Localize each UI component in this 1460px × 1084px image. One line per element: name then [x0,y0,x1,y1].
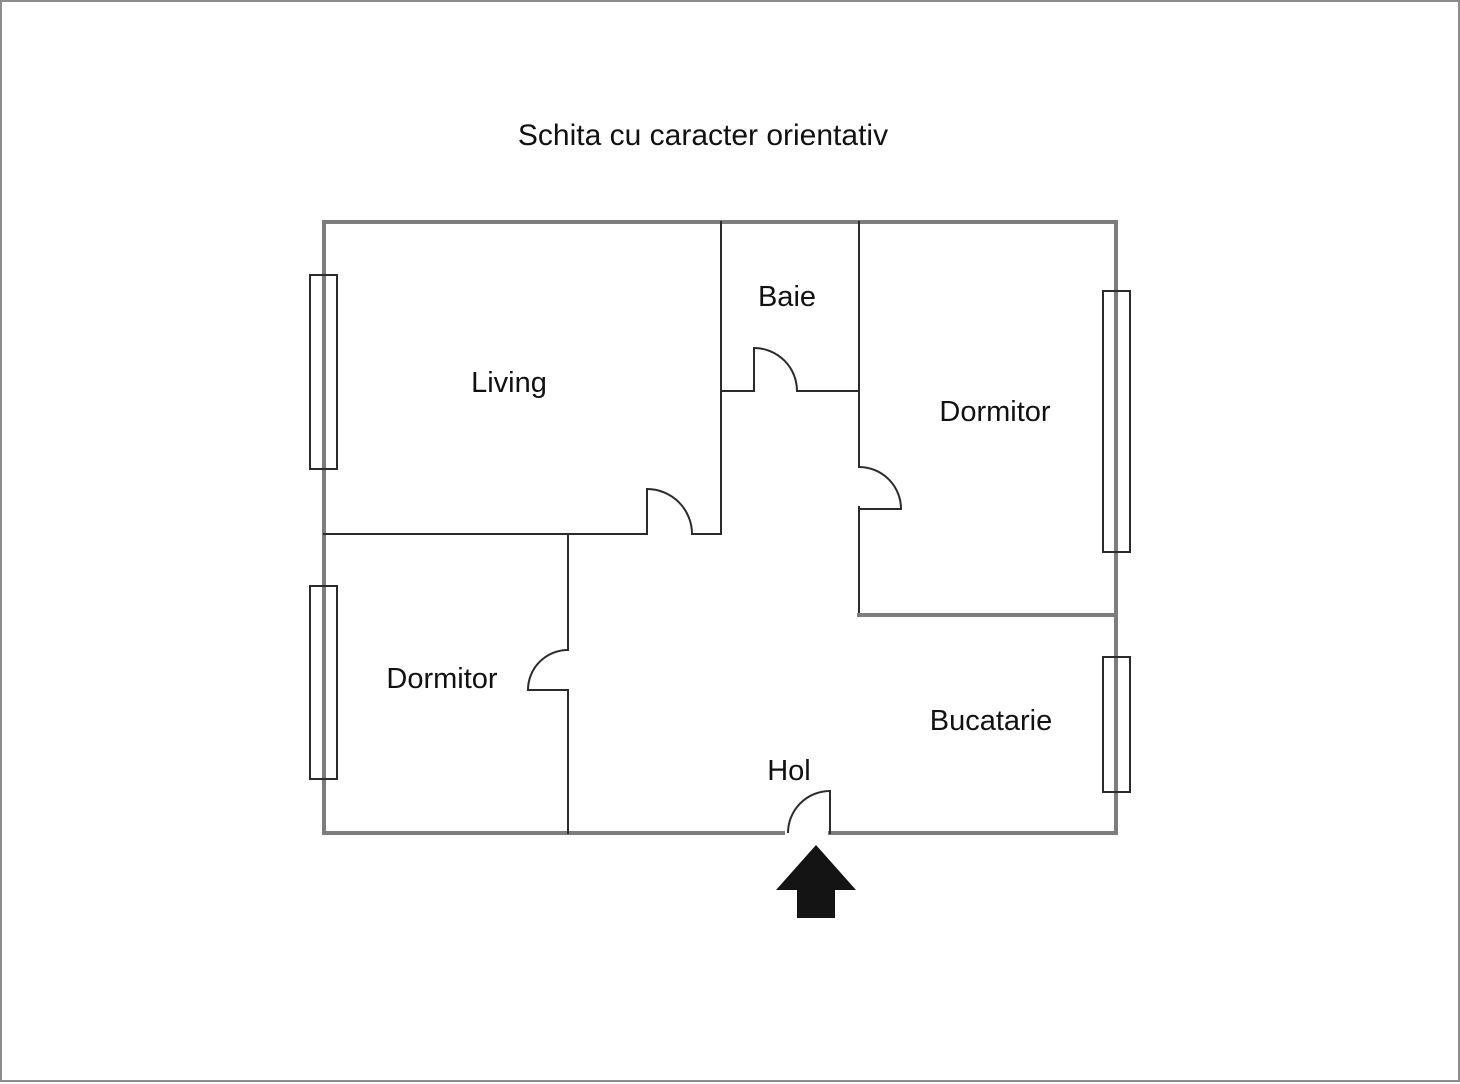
door-dormitor-dreapta-arc [858,466,902,510]
window-dormitor-stanga-west [309,585,338,780]
room-label-hol: Hol [767,755,811,787]
window-group [309,274,1131,793]
door-dormitor-dreapta [858,466,902,510]
door-entrance-arc [787,790,831,834]
door-dormitor-stanga-arc [527,649,569,691]
room-label-group: Living Baie Dormitor Dormitor Bucatarie … [386,281,1052,787]
page-title: Schita cu caracter orientativ [518,119,888,152]
room-label-dormitor-stanga: Dormitor [386,663,498,695]
door-baie [753,347,812,392]
door-group [527,347,902,834]
room-label-bucatarie: Bucatarie [930,705,1053,737]
room-label-living: Living [471,367,547,399]
window-bucatarie-east [1102,656,1131,793]
room-label-baie: Baie [758,281,816,313]
door-entrance [787,790,831,834]
door-living [646,488,698,535]
entrance-direction-arrow [776,845,856,918]
door-dormitor-stanga [527,649,569,691]
door-living-arc [646,488,693,535]
window-dormitor-dreapta-east [1102,290,1131,553]
window-living-west [309,274,338,470]
door-baie-arc [753,347,798,392]
interior-wall-group [323,221,1118,834]
room-label-dormitor-dreapta: Dormitor [939,396,1051,428]
